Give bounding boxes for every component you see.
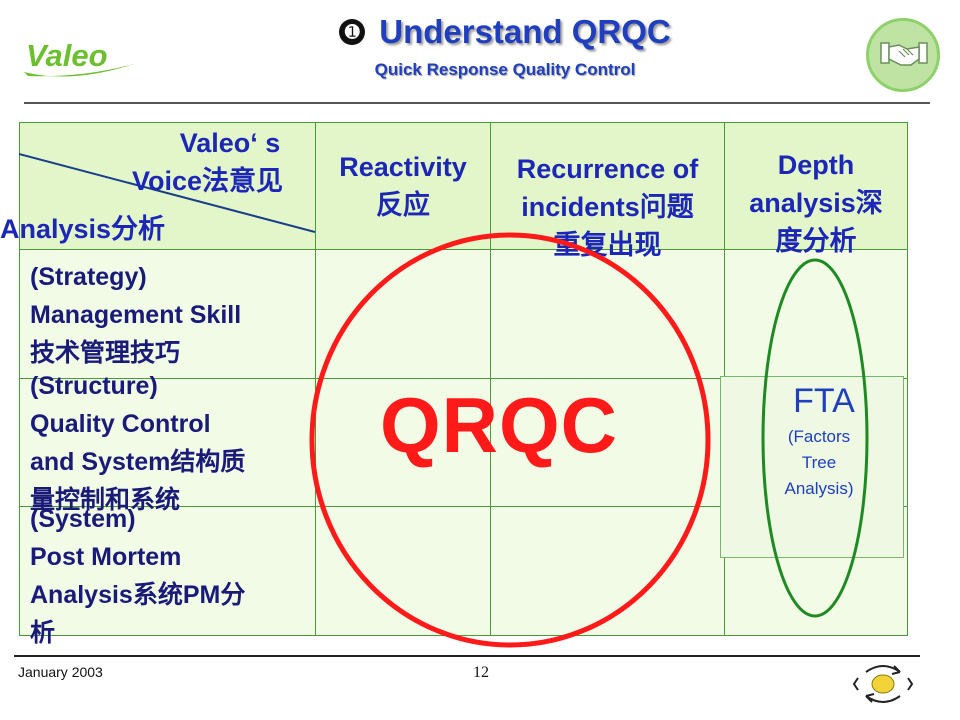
grid-line <box>490 122 491 636</box>
page-title: ➊ Understand QRQC <box>300 12 710 52</box>
corner-top-line2: Voice法意见 <box>132 166 284 196</box>
footer-date: January 2003 <box>18 664 103 680</box>
title-block: ➊ Understand QRQC Quick Response Quality … <box>300 12 710 80</box>
header-rule <box>24 102 930 104</box>
column-header-recurrence: Recurrence of incidents问题 重复出现 <box>516 154 699 260</box>
logo-text: Valeo <box>26 38 108 73</box>
page-subtitle: Quick Response Quality Control <box>374 60 636 79</box>
valeo-logo: Valeo <box>22 32 138 90</box>
page-number: 12 <box>473 664 489 681</box>
grid-line <box>19 249 907 250</box>
column-header-reactivity: Reactivity 反应 <box>339 152 467 220</box>
row-header-structure: (Structure) Quality Control and System结构… <box>30 372 246 514</box>
handshake-icon <box>880 42 928 66</box>
fta-title: FTA <box>793 382 855 420</box>
grid-line <box>19 635 907 636</box>
corner-bottom-label: Analysis分析 <box>0 214 166 244</box>
page-title-text: Understand QRQC <box>379 13 671 50</box>
qrqc-circle <box>309 232 711 648</box>
column-header-depth-analysis: Depth analysis深 度分析 <box>749 150 883 256</box>
footer-rule <box>14 655 920 657</box>
matrix-header-background <box>19 122 907 249</box>
grid-line <box>907 122 908 636</box>
grid-line <box>19 122 20 636</box>
qrqc-label: QRQC <box>380 381 618 469</box>
fta-box <box>720 376 904 558</box>
grid-line <box>315 122 316 636</box>
grid-line <box>19 506 907 507</box>
depth-analysis-ellipse <box>761 258 869 618</box>
grid-line <box>19 122 907 123</box>
bullet-icon: ➊ <box>339 19 366 45</box>
grid-line <box>19 378 907 379</box>
row-header-strategy: (Strategy) Management Skill 技术管理技巧 <box>30 263 242 367</box>
handshake-badge <box>866 18 940 92</box>
row-header-system: (System) Post Mortem Analysis系统PM分 析 <box>30 505 246 647</box>
corner-diagonal <box>19 153 316 233</box>
recycle-arrows-icon <box>852 662 914 711</box>
corner-top-line1: Valeo‘ s <box>179 128 281 158</box>
fta-description: (Factors Tree Analysis) <box>784 427 854 498</box>
